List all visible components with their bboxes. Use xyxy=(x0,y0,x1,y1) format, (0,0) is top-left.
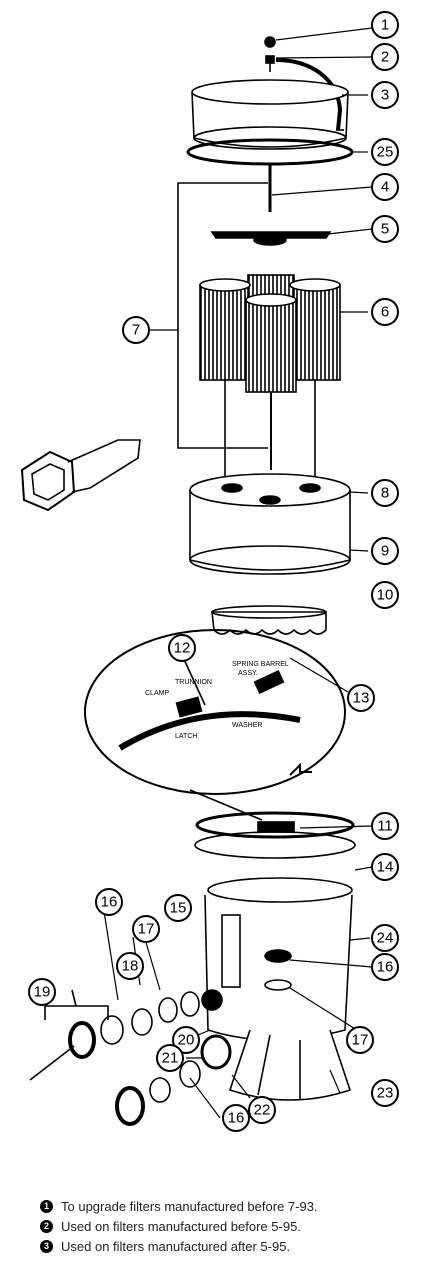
inset-label-clamp: CLAMP xyxy=(145,690,169,697)
callout-number: 12 xyxy=(174,640,191,657)
callout-number: 17 xyxy=(352,1032,369,1049)
inset-label-assy: ASSY. xyxy=(238,670,258,677)
callout-1: 1 xyxy=(371,11,399,39)
footnotes: 1 To upgrade filters manufactured before… xyxy=(40,1196,420,1256)
callout-number: 23 xyxy=(377,1085,394,1102)
callout-number: 16 xyxy=(377,959,394,976)
callout-number: 21 xyxy=(162,1050,179,1067)
callout-number: 19 xyxy=(34,984,51,1001)
callout-10: 10 xyxy=(371,581,399,609)
inset-label-trunnion: TRUNNION xyxy=(175,679,212,686)
callout-15: 15 xyxy=(164,894,192,922)
callout-7: 7 xyxy=(122,316,150,344)
footnote-marker: 1 xyxy=(40,1199,53,1213)
inset-label-latch: LATCH xyxy=(175,733,197,740)
callout-number: 2 xyxy=(381,49,389,66)
footnote-marker: 2 xyxy=(40,1219,53,1233)
footnote-2: 2 Used on filters manufactured before 5-… xyxy=(40,1216,420,1236)
callout-number: 22 xyxy=(254,1102,271,1119)
callout-11: 11 xyxy=(371,812,399,840)
callout-number: 18 xyxy=(122,958,139,975)
footnote-marker: 3 xyxy=(40,1239,53,1253)
callout-number: 16 xyxy=(228,1110,245,1127)
exploded-parts-diagram: 1232545678910121311141517181624161719202… xyxy=(20,11,399,1132)
callout-4: 4 xyxy=(371,173,399,201)
callout-number: 14 xyxy=(377,859,394,876)
callout-number: 8 xyxy=(381,485,389,502)
callout-17: 17 xyxy=(346,1026,374,1054)
callout-13: 13 xyxy=(347,684,375,712)
callout-16: 16 xyxy=(371,953,399,981)
footnote-1: 1 To upgrade filters manufactured before… xyxy=(40,1196,420,1216)
callout-number: 9 xyxy=(381,543,389,560)
callout-12: 12 xyxy=(168,634,196,662)
callout-number: 10 xyxy=(377,587,394,604)
callout-number: 13 xyxy=(353,690,370,707)
callout-number: 6 xyxy=(381,304,389,321)
callout-number: 3 xyxy=(381,87,389,104)
callout-3: 3 xyxy=(371,81,399,109)
callout-21: 21 xyxy=(156,1044,184,1072)
callout-20: 20 xyxy=(172,1026,200,1054)
callout-2: 2 xyxy=(371,43,399,71)
inset-labels: SPRING BARREL ASSY. TRUNNION CLAMP LATCH… xyxy=(145,661,289,740)
callout-19: 19 xyxy=(28,978,56,1006)
callout-14: 14 xyxy=(371,853,399,881)
inset-label-spring-barrel: SPRING BARREL xyxy=(232,661,289,668)
callout-24: 24 xyxy=(371,924,399,952)
callout-number: 7 xyxy=(132,322,140,339)
callout-25: 25 xyxy=(371,138,399,166)
callout-number: 20 xyxy=(178,1032,195,1049)
footnote-text: Used on filters manufactured after 5-95. xyxy=(61,1238,291,1254)
callout-number: 17 xyxy=(138,921,155,938)
callout-number: 11 xyxy=(377,818,393,835)
callout-number: 15 xyxy=(170,900,187,917)
callout-9: 9 xyxy=(371,537,399,565)
callout-number: 16 xyxy=(101,894,118,911)
callout-number: 5 xyxy=(381,221,389,238)
callout-8: 8 xyxy=(371,479,399,507)
callout-16: 16 xyxy=(222,1104,250,1132)
callout-number: 4 xyxy=(381,179,389,196)
footnote-3: 3 Used on filters manufactured after 5-9… xyxy=(40,1236,420,1256)
callout-number: 1 xyxy=(381,17,389,34)
callout-22: 22 xyxy=(248,1096,276,1124)
callout-17: 17 xyxy=(132,915,160,943)
footnote-text: Used on filters manufactured before 5-95… xyxy=(61,1218,301,1234)
callout-number: 24 xyxy=(377,930,394,947)
callout-6: 6 xyxy=(371,298,399,326)
callout-23: 23 xyxy=(371,1079,399,1107)
footnote-text: To upgrade filters manufactured before 7… xyxy=(61,1198,318,1214)
callout-number: 25 xyxy=(377,144,394,161)
callout-18: 18 xyxy=(116,952,144,980)
inset-label-washer: WASHER xyxy=(232,722,262,729)
callout-5: 5 xyxy=(371,215,399,243)
callout-16: 16 xyxy=(95,888,123,916)
